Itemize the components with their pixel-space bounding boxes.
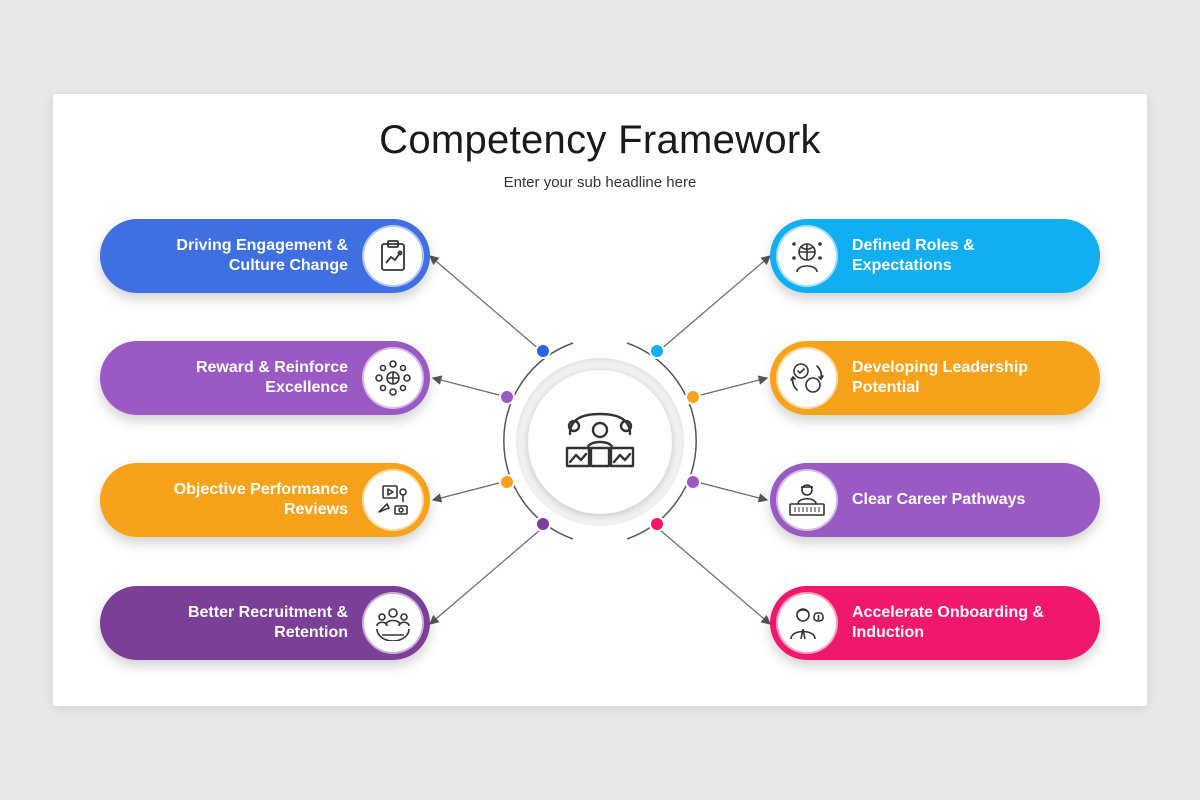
connector-left-4 [429,529,541,625]
ring-dot [537,345,549,357]
pill-label-line2: Reviews [283,501,348,518]
connector-right-2 [696,375,769,397]
competency-pill-right-4: Accelerate Onboarding & Induction [770,586,1100,660]
connector-left-2 [431,375,504,397]
pill-label-line1: Driving Engagement & [176,237,348,254]
pill-label-line2: Induction [852,624,924,641]
ring-dot [651,518,663,530]
page-subtitle: Enter your sub headline here [503,174,697,191]
clipboard-chart-icon [364,227,422,285]
pill-label-line1: Defined Roles & [852,237,975,254]
pill-label-line2: Expectations [852,257,952,274]
pill-label-line1: Better Recruitment & [187,604,348,621]
globe-person-icon [778,227,836,285]
competency-pill-right-3: Clear Career Pathways [770,463,1100,537]
ring-dot [687,476,699,488]
competency-pill-left-3: Objective Performance Reviews [100,463,430,537]
ring-dot [501,391,513,403]
connector-left-3 [431,481,504,503]
leadership-cycle-icon [778,349,836,407]
pill-label-line2: Culture Change [228,257,348,274]
competency-pill-right-2: Developing Leadership Potential [770,341,1100,415]
businessman-money-icon [778,594,836,652]
pill-label-line2: Retention [274,624,348,641]
pill-label-line1: Objective Performance [173,481,348,498]
competency-pill-left-4: Better Recruitment & Retention [100,586,430,660]
pill-label-line2: Potential [852,379,920,396]
ring-dot [501,476,513,488]
pill-label-line1: Clear Career Pathways [852,491,1026,508]
competency-pill-left-1: Driving Engagement & Culture Change [100,219,430,293]
pill-label-line1: Accelerate Onboarding & [852,604,1045,621]
ring-dot [651,345,663,357]
connector-right-3 [696,481,769,503]
dealer-person-icon [778,471,836,529]
presenter-desk-icon [564,408,636,477]
center-hub [528,370,672,514]
ring-dot [537,518,549,530]
connector-right-1 [659,255,771,351]
pill-label-line2: Excellence [265,379,348,396]
pill-label-line1: Developing Leadership [852,359,1029,376]
ring-dot [687,391,699,403]
page-title: Competency Framework [379,118,821,162]
media-review-icon [364,471,422,529]
network-globe-icon [364,349,422,407]
competency-pill-right-1: Defined Roles & Expectations [770,219,1100,293]
team-globe-icon [364,594,422,652]
competency-pill-left-2: Reward & Reinforce Excellence [100,341,430,415]
connector-right-4 [659,529,771,625]
pill-label-line1: Reward & Reinforce [195,359,348,376]
connector-left-1 [429,255,541,351]
